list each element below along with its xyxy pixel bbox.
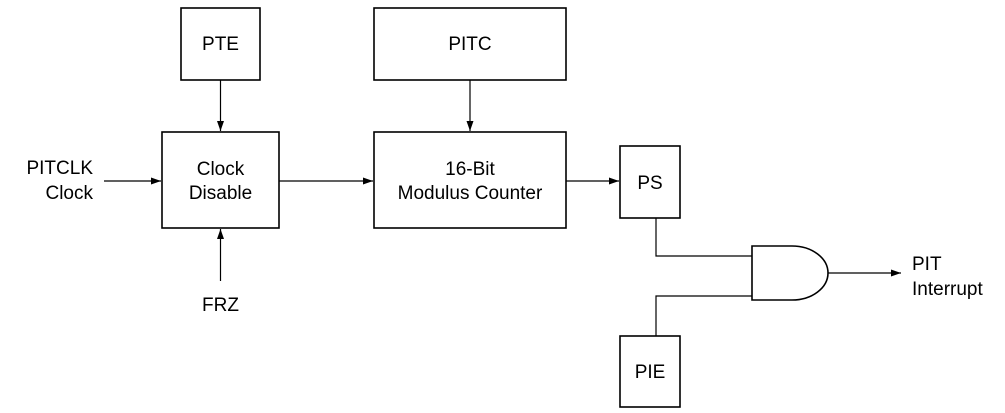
- pitclk-label-line1: PITCLK: [26, 158, 93, 179]
- pitc-label: PITC: [448, 34, 491, 55]
- pte-block: [180, 7, 261, 81]
- pit-interrupt-label-line1: PIT: [912, 254, 942, 275]
- pie-label: PIE: [635, 362, 666, 383]
- pie-block: [619, 335, 681, 408]
- pitclk-label-line2: Clock: [45, 183, 93, 204]
- clock-disable-label-line1: Clock: [197, 159, 245, 180]
- pitc-block: [373, 7, 567, 81]
- modulus-counter-label-line2: Modulus Counter: [398, 183, 543, 204]
- ps-to-and-gate-wire: [655, 218, 752, 257]
- pit-interrupt-label-line2: Interrupt: [912, 279, 983, 300]
- pte-label: PTE: [202, 34, 239, 55]
- modulus-counter-label-line1: 16-Bit: [445, 159, 495, 180]
- clock-disable-label-line2: Disable: [189, 183, 252, 204]
- and-gate: [751, 245, 829, 301]
- clock-disable-block: [161, 131, 280, 229]
- ps-block: [619, 145, 681, 219]
- modulus-counter-block: [373, 131, 567, 229]
- pie-to-and-gate-wire: [655, 295, 752, 336]
- frz-label: FRZ: [202, 295, 239, 316]
- ps-label: PS: [637, 173, 662, 194]
